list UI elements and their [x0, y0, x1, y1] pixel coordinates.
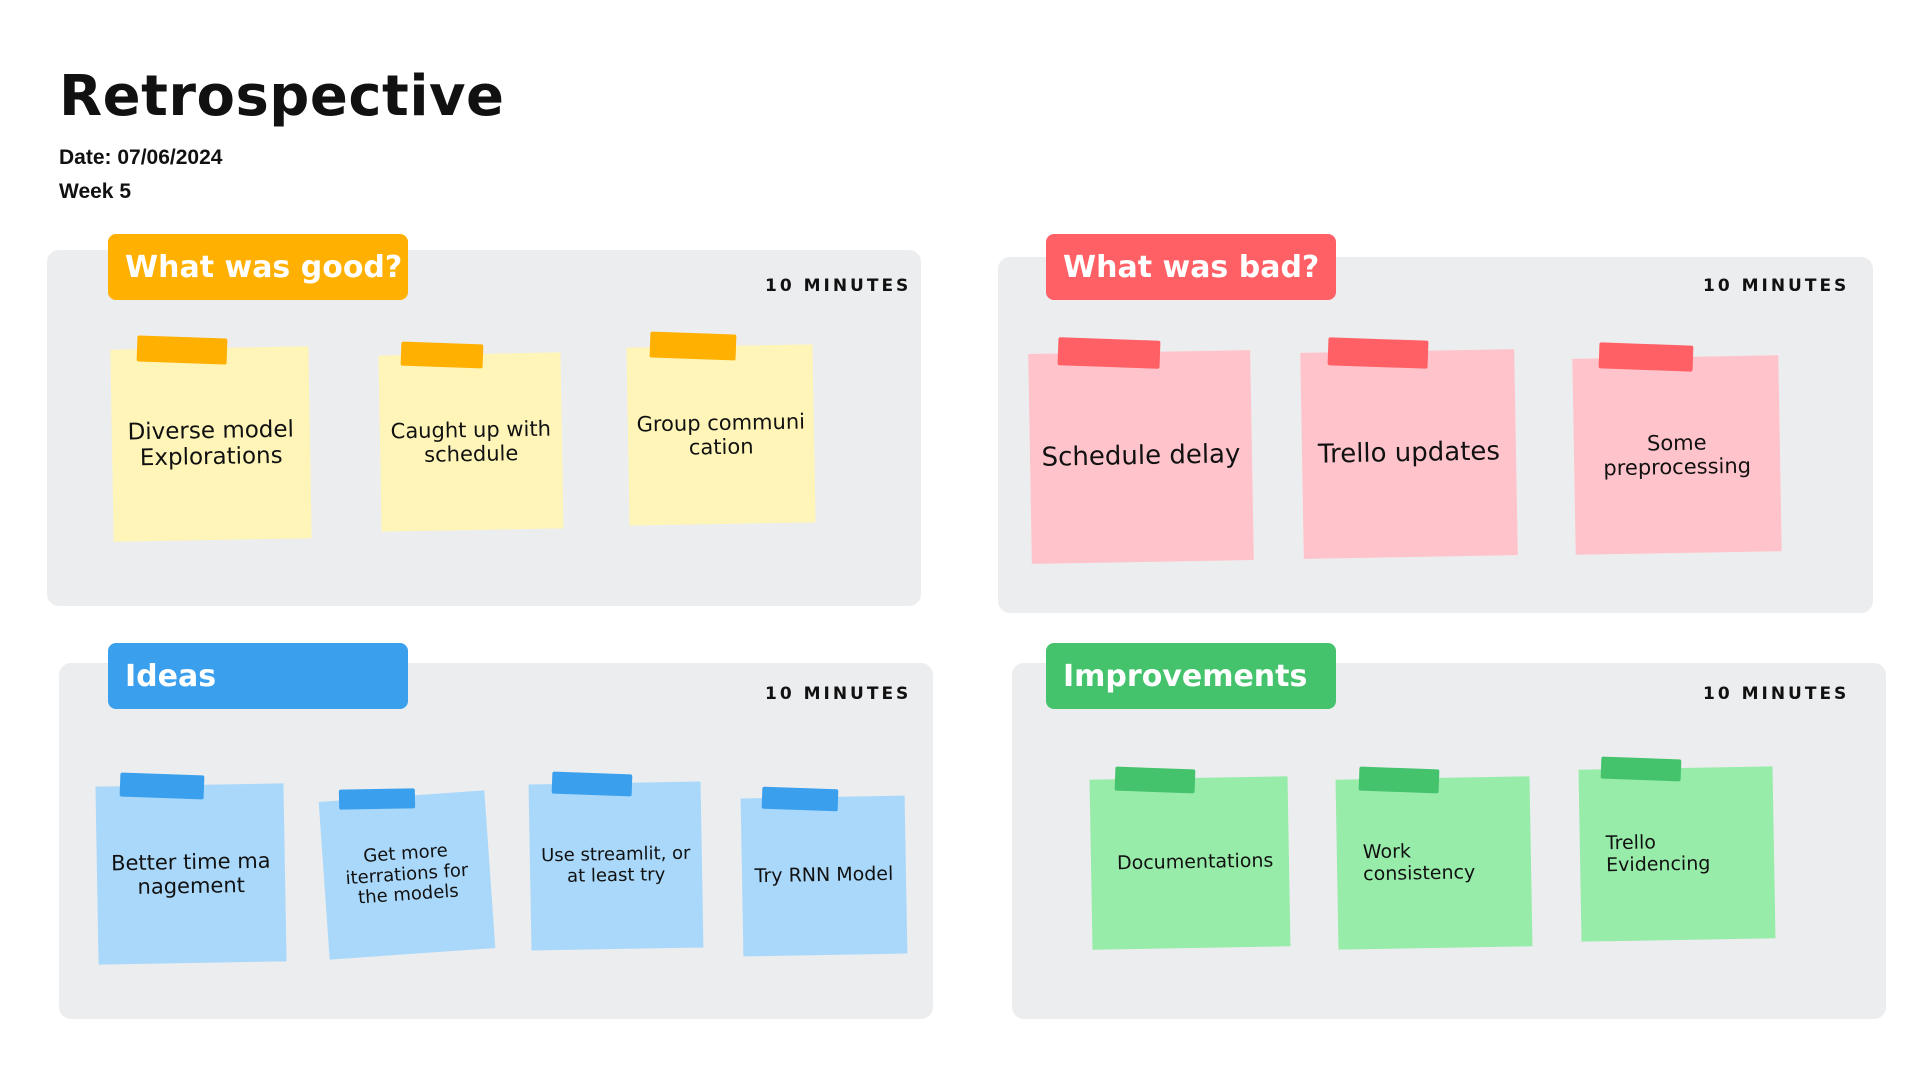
tape-strip [1327, 337, 1429, 369]
bad-header[interactable]: What was bad? [1046, 234, 1336, 300]
date-label: Date: 07/06/2024 [59, 146, 223, 169]
tape-strip [1600, 756, 1682, 782]
tape-strip [551, 771, 633, 797]
sticky-note[interactable]: Caught up with schedule [378, 352, 564, 532]
good-header[interactable]: What was good? [108, 234, 408, 300]
sticky-note[interactable]: Work consistency [1335, 776, 1533, 950]
tape-strip [119, 772, 205, 800]
page-title: Retrospective [59, 64, 505, 129]
improvements-header[interactable]: Improvements [1046, 643, 1336, 709]
ideas-header[interactable]: Ideas [108, 643, 408, 709]
ideas-timer: 10 MINUTES [765, 684, 912, 704]
sticky-note[interactable]: Try RNN Model [740, 795, 908, 957]
sticky-note[interactable]: Trello Evidencing [1578, 766, 1776, 942]
week-label: Week 5 [59, 180, 131, 203]
tape-strip [338, 788, 416, 810]
tape-strip [1057, 337, 1161, 369]
sticky-note[interactable]: Use streamlit, or at least try [528, 781, 704, 951]
sticky-note[interactable]: Get more iterrations for the models [318, 790, 496, 960]
tape-strip [761, 786, 839, 812]
sticky-note[interactable]: Better time management [95, 783, 287, 965]
good-timer: 10 MINUTES [765, 276, 912, 296]
tape-strip [649, 331, 737, 361]
tape-strip [400, 341, 484, 369]
tape-strip [1598, 342, 1694, 372]
sticky-note[interactable]: Group communication [626, 344, 816, 526]
tape-strip [1114, 766, 1196, 794]
improvements-timer: 10 MINUTES [1703, 684, 1850, 704]
tape-strip [1358, 766, 1440, 794]
sticky-note[interactable]: Some preprocessing [1572, 355, 1782, 555]
sticky-note[interactable]: Trello updates [1300, 349, 1518, 559]
sticky-note[interactable]: Schedule delay [1028, 350, 1254, 564]
bad-timer: 10 MINUTES [1703, 276, 1850, 296]
sticky-note[interactable]: Diverse model Explorations [110, 346, 312, 542]
tape-strip [136, 335, 228, 365]
sticky-note[interactable]: Documentations [1089, 776, 1291, 950]
